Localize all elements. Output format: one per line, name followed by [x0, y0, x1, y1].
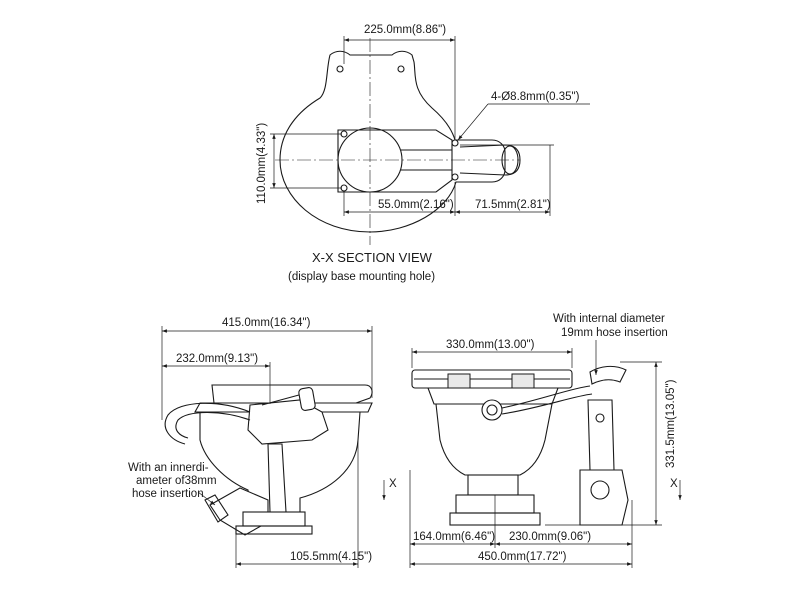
hole-leader [457, 103, 489, 141]
side-note-1: With an innerdi- [128, 462, 209, 474]
dim-225-label: 225.0mm(8.86") [364, 24, 446, 36]
arm-outline [400, 149, 452, 171]
side-view: 415.0mm(16.34") 232.0mm(9.13") 105.5mm(4… [128, 317, 397, 568]
front-pump-handle [589, 365, 627, 385]
front-hose [501, 385, 591, 409]
front-pump-tower [587, 399, 615, 471]
base-plate-outline [279, 50, 506, 233]
front-coupling [481, 399, 503, 421]
front-view: 330.0mm(13.00") 331.5mm(13.05") 164.0mm(… [409, 313, 682, 568]
dim-230-label: 230.0mm(9.06") [509, 531, 591, 543]
side-pump-handle [298, 387, 316, 411]
hole-c [451, 139, 459, 147]
dim-110-label: 110.0mm(4.33") [256, 123, 268, 204]
dim-450-label: 450.0mm(17.72") [478, 551, 567, 563]
section-title: X-X SECTION VIEW [312, 250, 433, 265]
hole-d [451, 173, 459, 181]
dim-330-label: 330.0mm(13.00") [446, 339, 535, 351]
hole-note: 4-Ø8.8mm(0.35") [491, 91, 580, 103]
side-pump [247, 399, 329, 445]
dim-331-label: 331.5mm(13.05") [665, 379, 677, 468]
side-section-mark: X [389, 478, 397, 490]
side-hose-barb [204, 494, 229, 523]
mount-hole-2 [397, 65, 405, 73]
side-bowl [199, 411, 361, 513]
side-foot [235, 525, 313, 535]
flange-outline [337, 129, 453, 193]
front-neck [467, 474, 519, 496]
side-base [242, 511, 306, 527]
mount-hole-1 [336, 65, 344, 73]
dim-71-label: 71.5mm(2.81") [475, 199, 551, 211]
side-hose [164, 402, 251, 445]
section-view: 225.0mm(8.86") 110.0mm(4.33") 55.0mm(2.1… [256, 24, 590, 283]
front-hinge-right [511, 373, 535, 389]
front-note-1: With internal diameter [553, 313, 665, 325]
front-note-2: 19mm hose insertion [561, 327, 668, 339]
dim-232-label: 232.0mm(9.13") [176, 353, 258, 365]
side-note-leader [197, 491, 216, 506]
dim-55-label: 55.0mm(2.16") [378, 199, 454, 211]
side-column [267, 443, 287, 513]
section-subtitle: (display base mounting hole) [288, 271, 435, 283]
dim-415-label: 415.0mm(16.34") [222, 317, 311, 329]
front-bowl [435, 403, 553, 476]
front-hinge-left [447, 373, 471, 389]
front-section-mark: X [670, 478, 678, 490]
side-note-3: hose insertion [132, 488, 204, 500]
side-note-2: ameter of38mm [136, 475, 217, 487]
dim-105-label: 105.5mm(4.15") [290, 551, 372, 563]
dim-164-label: 164.0mm(6.46") [413, 531, 495, 543]
